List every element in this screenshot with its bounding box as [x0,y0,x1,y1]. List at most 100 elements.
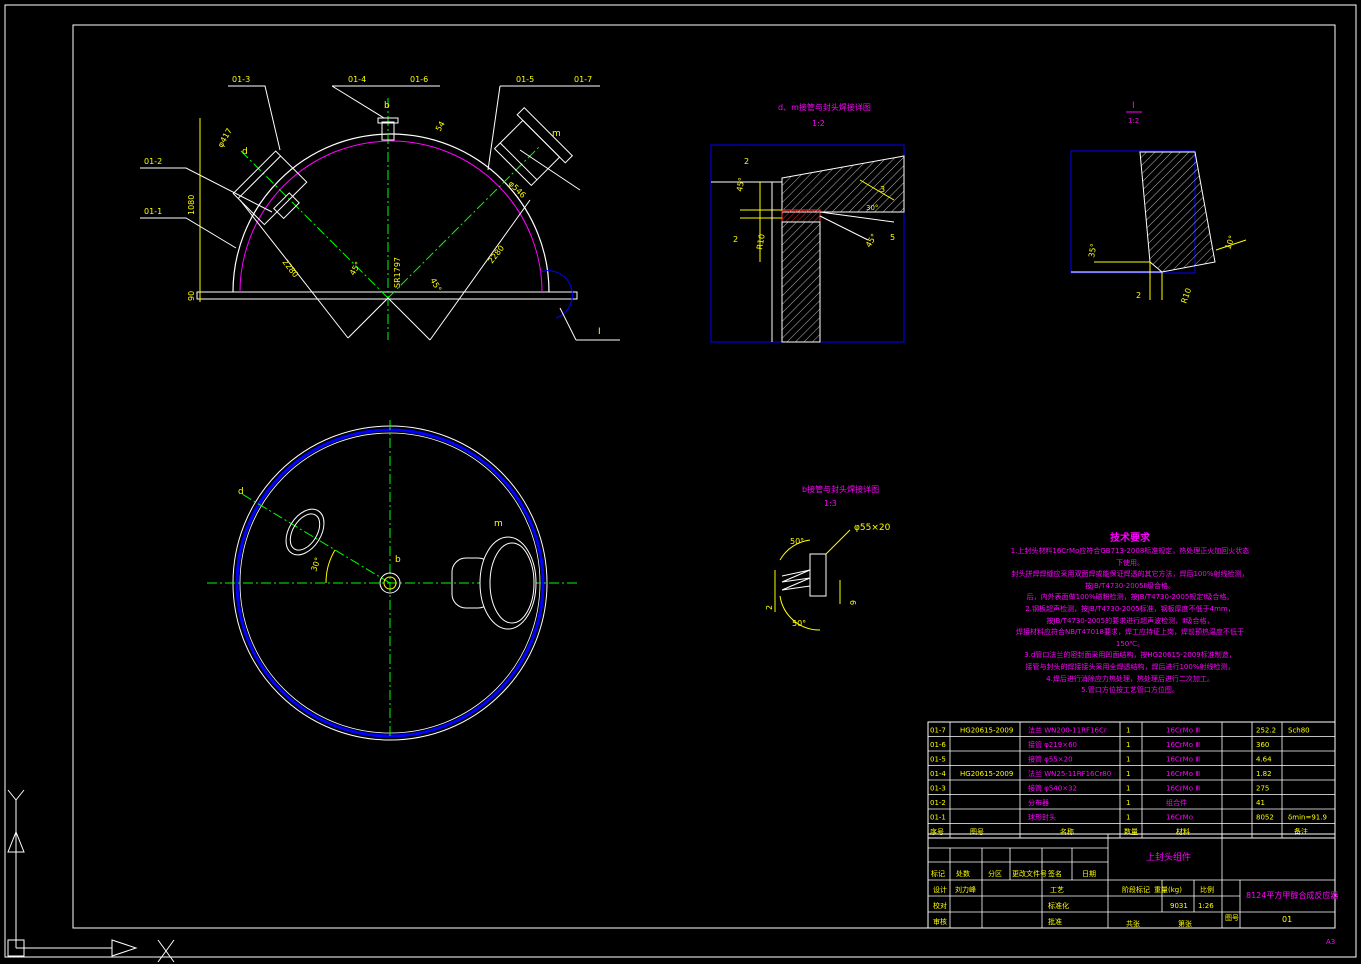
plan-view: 30° d m b [207,420,578,741]
dim-r2280-left: 2280 [280,258,300,280]
bom-cell-wt: 8052 [1256,814,1274,822]
detail-I-leader [559,307,577,341]
bom-cell-mat: 16CrMo [1166,814,1193,822]
tech-req-title: 技术要求 [1110,533,1150,544]
tech-req-line: 接管与封头的焊接接头采用全焊透结构，焊后进行100%射线检测， [1025,662,1235,671]
detail-a-scale: 1:2 [812,119,825,128]
dim-line-r-left [347,297,389,339]
label-01-7: 01-7 [574,75,592,84]
detail-a-lead3 [859,179,895,201]
front-view: I 1080 90 2280 2280 SR1797 45° 45° φ417 … [140,75,620,341]
dim-height-1080: 1080 [187,195,196,215]
bom-cell-wt: 4.64 [1256,756,1272,764]
mark-m-front: m [552,129,561,139]
bom-header-name: 名称 [1060,827,1074,836]
detail-i-scale: 1:2 [1128,117,1139,125]
tech-req-line: 按JB/T4730-2005的要求进行超声波检测，Ⅱ级合格， [1046,616,1214,625]
bom-cell-no: 01-7 [930,727,946,735]
inner-drawing-frame [72,24,1336,929]
tb-check: 校对 [933,901,947,910]
corner-mark: A3 [1326,938,1335,946]
bom-cell-name: 法兰 WN25-11RF16Cr80 [1028,769,1111,778]
label-01-2: 01-2 [144,157,162,166]
tech-req-line: 封头拼焊焊缝应采用双面焊或能保证焊透的其它方法，焊后100%射线检测，按JB/T… [1011,570,1249,590]
left-nozzle-d [232,150,308,226]
front-diag-left [239,149,389,299]
tb-sheet: 第张 [1178,919,1192,928]
label-01-3: 01-3 [232,75,250,84]
bom-cell-note: Sch80 [1288,727,1310,735]
tb-drawing-no: 01 [1282,915,1292,924]
dim-line-r-right2 [429,199,531,341]
bom-cell-mat: 16CrMo Ⅲ [1166,770,1200,778]
dim-line-r-right [387,297,431,341]
detail-a-lead2 [819,215,869,241]
bom-cell-no: 01-3 [930,785,946,793]
tb-sheet-total: 共张 [1126,919,1140,928]
tb-change-doc: 更改文件号 [1012,869,1047,878]
mark-b-front: b [384,101,390,111]
plan-nozzle-b-outer [379,572,401,594]
detail-a-dim-r10: R10 [755,233,767,250]
detail-b-dim-6: 6 [848,600,857,605]
technical-requirements: 技术要求 1.上封头材料16CrMo应符合GB713-2008标准规定，热处理正… [1010,532,1250,697]
tech-req-line: 5.管口方位按工艺管口方位图。 [1081,686,1179,695]
plan-nozzle-b-inner [383,576,397,590]
title-block-frame [927,833,1336,929]
plan-angle-arc [325,549,336,584]
plan-nozzle-d-outer [285,508,325,556]
bom-cell-qty: 1 [1126,814,1130,822]
detail-b-pipe [809,553,827,597]
bom-cell-qty: 1 [1126,727,1130,735]
top-nozzle-b-flange [377,117,399,124]
detail-d-m-weld: d、m接管与封头焊接详图 1:2 2 45° 2 R10 45° 3 5 30° [710,102,905,343]
top-nozzle-b [381,121,395,141]
tb-scale: 1:26 [1198,902,1214,910]
bom-cell-mat: 16CrMo Ⅲ [1166,727,1200,735]
bom-cell-wt: 1.82 [1256,770,1272,778]
tb-part-name: 上封头组件 [1146,851,1191,863]
tech-req-line: 3.d管口法兰的密封面采用凹面结构，按HG20615-2009标准制造， [1024,651,1236,660]
bom-cell-qty: 1 [1126,799,1130,807]
tb-count: 处数 [956,869,970,878]
bom-cell-name: 球形封头 [1028,813,1056,822]
left-distributor [273,192,300,220]
bom-header-note: 备注 [1294,827,1308,836]
plan-mark-m: m [494,519,503,529]
bom-header-qty: 数量 [1124,827,1138,836]
bom-cell-no: 01-1 [930,814,946,822]
plan-nozzle-d-inner [289,513,321,551]
ucs-icon [7,789,175,963]
detail-b-weld-lines [781,569,811,591]
tb-scale-label: 比例 [1200,885,1214,894]
detail-a-dim-30: 30° [866,204,878,212]
tb-project: 8124平方甲醇合成反应器 [1246,890,1338,900]
detail-a-dim-5: 5 [890,233,895,242]
leader-01-3 [228,85,281,151]
bom-cell-mat: 16CrMo Ⅲ [1166,741,1200,749]
bom-header-no: 序号 [930,827,944,836]
plan-nozzle-m-flange-outer [479,536,537,630]
bom-cell-wt: 360 [1256,741,1269,749]
detail-b-dim-50a: 50° [790,537,804,546]
bom-cell-wt: 41 [1256,799,1265,807]
base-flange [196,291,578,300]
dome-outer-outline [232,133,550,293]
bom-cell-mat: 组合件 [1166,798,1187,807]
bom-cell-name: 接管 φ540×32 [1028,784,1077,793]
plan-mark-d: d [238,487,244,497]
tb-mark: 标记 [931,869,945,878]
tech-req-line: 4.焊后进行消除应力热处理，热处理后进行二次加工。 [1046,674,1214,683]
bom-cell-qty: 1 [1126,756,1130,764]
detail-a-shell [781,155,905,213]
bom-header-mat: 材料 [1176,827,1190,836]
tech-req-line: 1.上封头材料16CrMo应符合GB713-2008标准规定，热处理正火加回火状… [1010,547,1250,567]
tech-req-line: 后，内外表面做100%磁粉检测，按JB/T4730-2005规定Ⅰ级合格。 [1026,593,1234,602]
bom-cell-mat: 16CrMo Ⅲ [1166,785,1200,793]
bom-cell-no: 01-4 [930,770,946,778]
detail-I: I 1:2 35° 2 R10 10° [1070,101,1247,305]
detail-i-lead2 [1215,239,1247,251]
mark-I-front: I [598,327,601,337]
dim-ang45-right: 45° [428,277,443,294]
